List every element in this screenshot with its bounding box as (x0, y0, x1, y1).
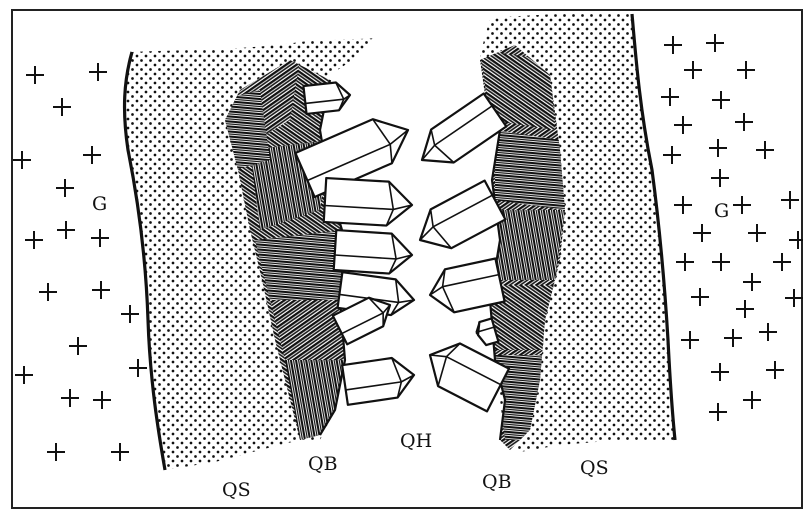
granite-cross-mark (684, 61, 702, 79)
granite-cross-mark (724, 329, 742, 347)
granite-cross-mark (681, 331, 699, 349)
quartz-crystal (324, 178, 412, 226)
granite-cross-mark (26, 66, 44, 84)
granite-cross-mark (706, 34, 724, 52)
granite-cross-mark (661, 88, 679, 106)
granite-cross-mark (709, 403, 727, 421)
granite-cross-mark (737, 61, 755, 79)
granite-cross-mark (743, 391, 761, 409)
label-crystals: QH (400, 430, 432, 452)
granite-cross-mark (733, 196, 751, 214)
granite-cross-mark (92, 281, 110, 299)
granite-cross-mark (709, 139, 727, 157)
granite-cross-mark (89, 63, 107, 81)
granite-cross-mark (13, 151, 31, 169)
granite-cross-mark (781, 191, 799, 209)
granite-cross-mark (743, 273, 761, 291)
quartz-crystal (342, 358, 414, 405)
granite-cross-mark (735, 113, 753, 131)
granite-cross-mark (663, 146, 681, 164)
granite-cross-mark (664, 36, 682, 54)
granite-cross-mark (785, 289, 803, 307)
quartz-crystal (430, 258, 505, 312)
label-sand-left: QS (222, 479, 251, 501)
granite-cross-mark (711, 363, 729, 381)
granite-cross-mark (766, 361, 784, 379)
label-granite-left: G (92, 193, 107, 215)
label-granite-right: G (714, 200, 729, 222)
granite-cross-mark (83, 146, 101, 164)
label-sand-right: QS (580, 457, 609, 479)
granite-cross-mark (748, 224, 766, 242)
granite-crosses-right (661, 34, 803, 421)
granite-cross-mark (691, 288, 709, 306)
granite-cross-mark (711, 169, 729, 187)
granite-cross-mark (736, 300, 754, 318)
quartz-crystal (334, 230, 412, 274)
label-banded-right: QB (482, 471, 512, 493)
granite-cross-mark (676, 253, 694, 271)
granite-cross-mark (712, 91, 730, 109)
granite-cross-mark (674, 116, 692, 134)
granite-cross-mark (759, 323, 777, 341)
granite-cross-mark (121, 305, 139, 323)
granite-cross-mark (56, 179, 74, 197)
label-banded-left: QB (308, 453, 338, 475)
granite-cross-mark (693, 224, 711, 242)
granite-cross-mark (111, 443, 129, 461)
granite-cross-mark (47, 443, 65, 461)
granite-cross-mark (91, 229, 109, 247)
granite-cross-mark (39, 283, 57, 301)
granite-cross-mark (15, 366, 33, 384)
granite-cross-mark (674, 196, 692, 214)
granite-cross-mark (93, 391, 111, 409)
granite-cross-mark (57, 221, 75, 239)
granite-cross-mark (69, 337, 87, 355)
granite-cross-mark (61, 389, 79, 407)
quartz-crystal (303, 82, 350, 113)
granite-cross-mark (789, 231, 803, 249)
granite-cross-mark (25, 231, 43, 249)
granite-cross-mark (712, 253, 730, 271)
granite-cross-mark (53, 98, 71, 116)
granite-cross-mark (756, 141, 774, 159)
granite-cross-mark (129, 359, 147, 377)
granite-cross-mark (773, 253, 791, 271)
